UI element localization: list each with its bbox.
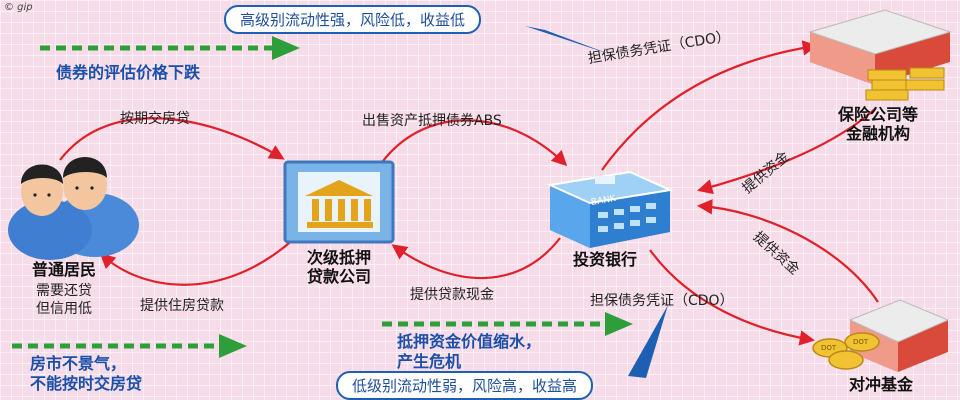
callout-bottom: 低级别流动性弱，风险高，收益高 xyxy=(336,371,594,400)
note-collateral-line1: 抵押资金价值缩水， xyxy=(397,332,542,351)
edge-label-cdo-bottom: 担保债务凭证（CDO） xyxy=(590,293,734,309)
note-housing-line1: 房市不景气， xyxy=(30,354,127,373)
node-residents-name: 普通居民 xyxy=(31,260,96,279)
arrow-hedge-to-bank xyxy=(696,199,879,303)
arrow-subprime-to-residents xyxy=(99,237,296,286)
note-housing-line2: 不能按时交房贷 xyxy=(30,374,143,393)
callout-top-tail xyxy=(525,26,612,55)
hedge-fund-building-icon xyxy=(812,299,950,372)
watermark: © gip xyxy=(4,2,33,13)
node-bank-name: 投资银行 xyxy=(572,250,637,269)
edge-label-sell-abs: 出售资产抵押债券ABS xyxy=(362,113,502,129)
note-collateral-line2: 产生危机 xyxy=(397,352,462,371)
bank-building-icon xyxy=(546,170,674,248)
arrow-bank-to-insurance xyxy=(601,40,819,171)
dashed-arrow-collateral xyxy=(382,312,633,336)
edge-label-pay-mortgage: 按期交房贷 xyxy=(120,111,190,127)
node-subprime-name-line1: 次级抵押 xyxy=(306,248,371,267)
node-residents-desc-line1: 需要还贷 xyxy=(36,283,92,299)
coin-label: DOT xyxy=(821,344,837,352)
subprime-lender-icon xyxy=(283,160,395,244)
node-residents-desc-line2: 但信用低 xyxy=(36,301,92,317)
node-insurance-name-line2: 金融机构 xyxy=(845,124,910,143)
callout-bottom-tail xyxy=(628,305,668,378)
residents-icon xyxy=(8,157,139,260)
arrow-insurance-to-bank xyxy=(697,107,877,195)
node-subprime-name-line2: 贷款公司 xyxy=(306,267,371,286)
note-bond-price: 债券的评估价格下跌 xyxy=(56,63,201,82)
arrow-residents-to-subprime xyxy=(59,117,285,161)
arrow-subprime-to-bank xyxy=(377,119,568,169)
dashed-arrow-bond-price xyxy=(40,36,300,60)
callout-top: 高级别流动性强，风险低，收益低 xyxy=(224,5,482,34)
coin-label: DOT xyxy=(853,338,869,346)
arrow-bank-to-subprime xyxy=(391,237,561,280)
node-insurance-name-line1: 保险公司等 xyxy=(837,105,918,124)
edge-label-provide-loan: 提供住房贷款 xyxy=(140,298,224,314)
dashed-arrow-housing xyxy=(12,334,247,358)
insurance-building-icon xyxy=(808,9,952,101)
node-hedge-name: 对冲基金 xyxy=(848,375,913,394)
edge-label-loan-cash: 提供贷款现金 xyxy=(410,287,494,303)
arrow-bank-to-hedge xyxy=(649,249,816,346)
